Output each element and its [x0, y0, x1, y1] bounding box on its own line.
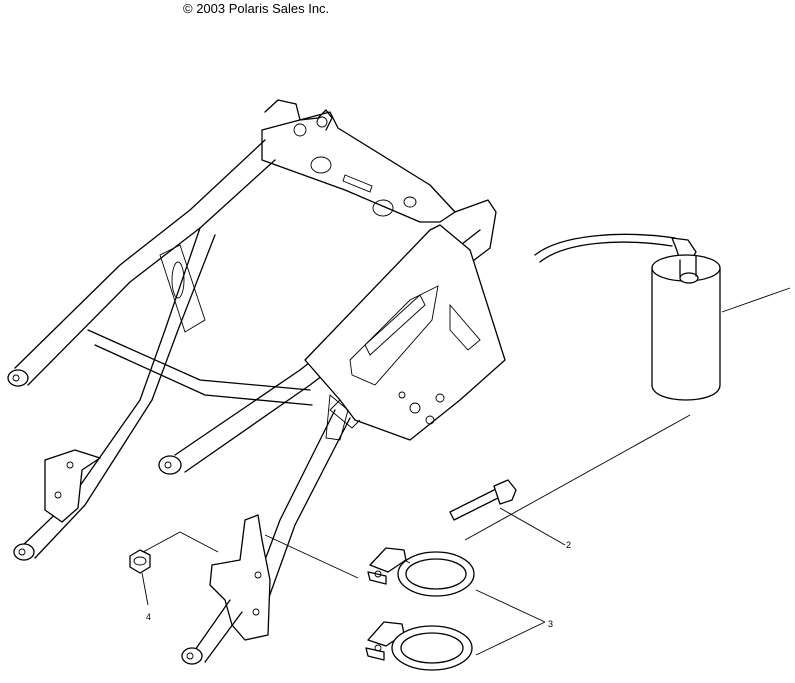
clamp-parts: 3 [264, 534, 553, 671]
copyright-text: © 2003 Polaris Sales Inc. [183, 1, 329, 16]
callout-3: 3 [548, 619, 553, 629]
callout-4: 4 [146, 612, 151, 622]
bolt-part: 2 [449, 414, 691, 550]
nut-part: 4 [129, 531, 219, 622]
canister-part [534, 233, 791, 401]
callout-2: 2 [566, 540, 571, 550]
frame-assembly [7, 99, 506, 665]
